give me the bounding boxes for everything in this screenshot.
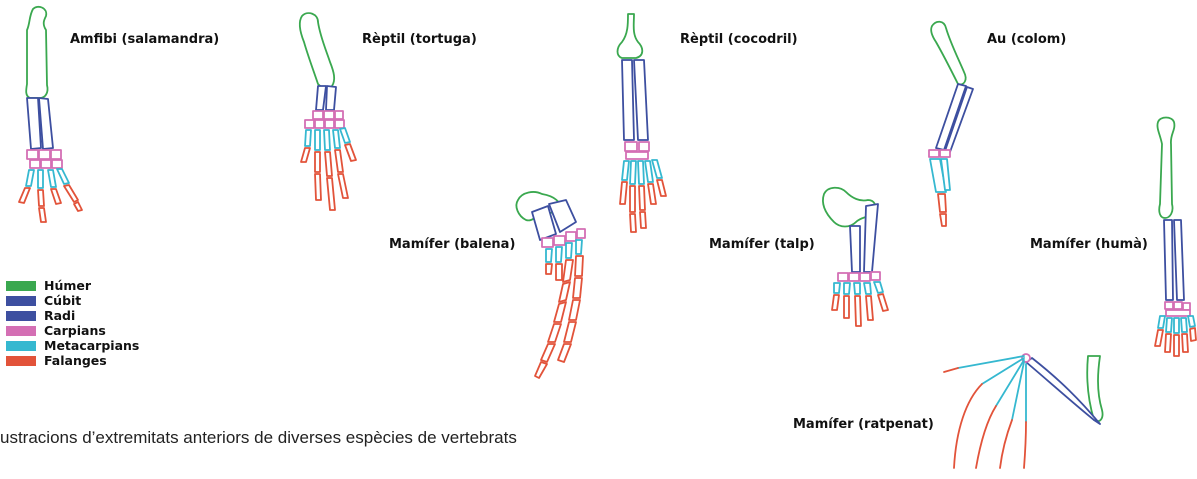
ulna-bone	[850, 226, 860, 272]
ulna-bone	[1164, 220, 1173, 300]
phalanges	[19, 185, 82, 222]
legend-swatch-humer	[6, 281, 36, 291]
legend-label-cubit: Cúbit	[44, 293, 81, 308]
humerus-bone	[618, 14, 643, 58]
phalanges	[535, 256, 583, 378]
label-colom: Au (colom)	[987, 32, 1066, 47]
limb-cocodril	[618, 14, 667, 232]
legend-label-metacarpians: Metacarpians	[44, 338, 139, 353]
limb-balena	[516, 192, 585, 378]
phalanges	[301, 144, 356, 210]
legend-label-falanges: Falanges	[44, 353, 107, 368]
label-ratpenat: Mamífer (ratpenat)	[793, 417, 934, 432]
limb-talp	[823, 188, 888, 326]
legend-label-carpians: Carpians	[44, 323, 106, 338]
phalanges	[938, 194, 946, 226]
radius-bone	[326, 86, 336, 110]
legend: Húmer Cúbit Radi Carpians Metacarpians F…	[6, 278, 139, 368]
radius-bone	[634, 60, 648, 140]
ulna-bone	[622, 60, 634, 140]
limb-tortuga	[300, 13, 356, 210]
metacarpals	[930, 159, 950, 192]
carpals	[305, 111, 344, 128]
limb-huma	[1155, 118, 1196, 357]
carpals	[838, 272, 880, 281]
limb-colom	[929, 22, 973, 226]
label-cocodril: Rèptil (cocodril)	[680, 32, 798, 47]
humerus-bone	[26, 7, 47, 98]
figure-caption: ustracions d’extremitats anteriors de di…	[0, 428, 517, 447]
legend-swatch-cubit	[6, 296, 36, 306]
label-huma: Mamífer (humà)	[1030, 237, 1148, 252]
phalanges	[620, 180, 666, 232]
metacarpals	[622, 160, 662, 184]
radius-bone	[1174, 220, 1184, 300]
radius-bone	[864, 204, 878, 272]
carpals	[27, 150, 62, 168]
label-salamandra: Amfibi (salamandra)	[70, 32, 219, 47]
limb-ratpenat	[944, 354, 1103, 468]
metacarpals	[26, 169, 69, 188]
legend-swatch-carpians	[6, 326, 36, 336]
ulna-bone	[316, 86, 326, 110]
carpals	[1165, 302, 1190, 316]
phalanges	[832, 294, 888, 326]
legend-swatch-falanges	[6, 356, 36, 366]
legend-swatch-radi	[6, 311, 36, 321]
metacarpals	[834, 282, 883, 294]
humerus-bone	[931, 22, 965, 85]
carpals	[929, 150, 950, 157]
label-tortuga: Rèptil (tortuga)	[362, 32, 477, 47]
legend-label-radi: Radi	[44, 308, 75, 323]
label-balena: Mamífer (balena)	[389, 237, 515, 252]
metacarpals	[305, 128, 350, 150]
humerus-bone	[300, 13, 334, 89]
label-talp: Mamífer (talp)	[709, 237, 815, 252]
legend-swatch-metacarpians	[6, 341, 36, 351]
legend-label-humer: Húmer	[44, 278, 92, 293]
humerus-bone	[1157, 118, 1174, 219]
carpals	[625, 142, 649, 159]
